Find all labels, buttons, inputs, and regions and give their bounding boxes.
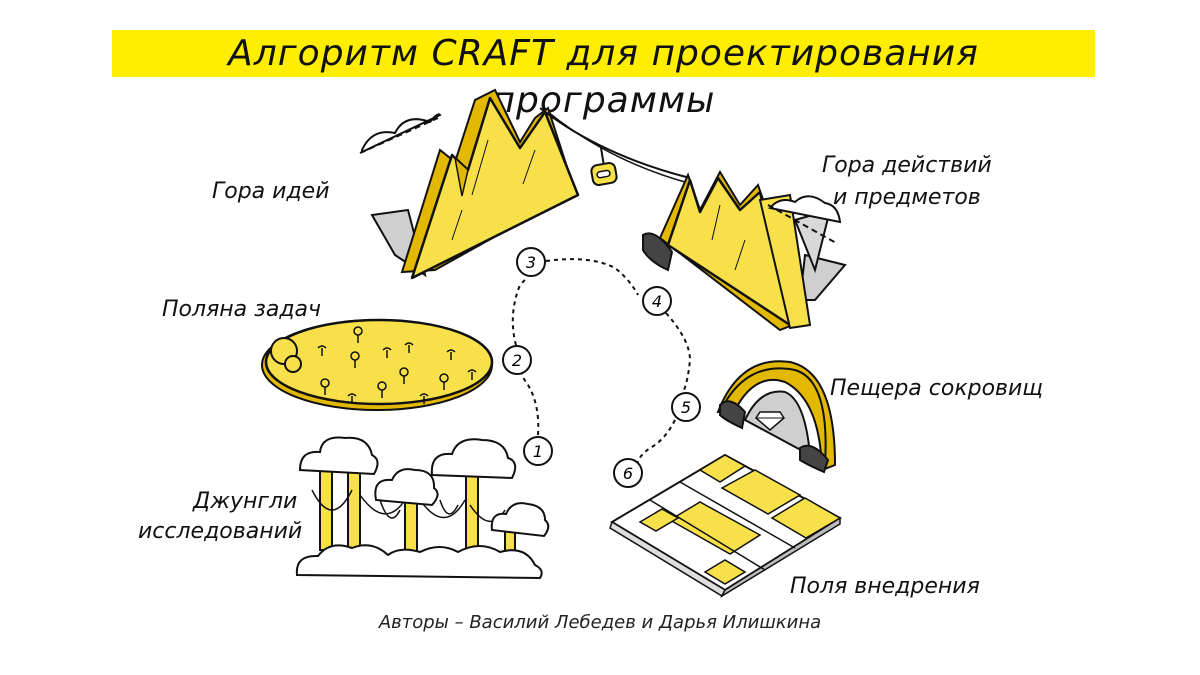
title-banner: Алгоритм CRAFT для проектирования програ… [112,30,1095,121]
step-label-1: 1 [533,442,543,461]
step-marker-6: 6 [613,458,643,488]
label-jungle-2: исследований [138,519,303,544]
action-mountain [642,169,847,332]
label-task-meadow: Поляна задач [162,297,322,322]
step-label-6: 6 [623,464,633,483]
step-marker-1: 1 [523,436,553,466]
page-title: Алгоритм CRAFT для проектирования програ… [228,33,979,121]
cloud-icon [359,113,442,154]
jungle [295,436,550,580]
step-label-5: 5 [681,398,691,417]
implementation-fields [609,453,842,599]
label-action-mountain-1: Гора действий [822,153,992,178]
step-label-3: 3 [526,253,536,272]
cable-car-icon [539,107,693,186]
label-treasure-cave: Пещера сокровищ [830,376,1044,401]
idea-mountain [370,88,580,280]
authors-credit: Авторы – Василий Лебедев и Дарья Илишкин… [378,612,822,633]
step-marker-4: 4 [642,286,672,316]
diamond-icon [755,411,785,431]
step-label-4: 4 [652,292,662,311]
label-action-mountain-2: и предметов [833,185,981,210]
step-label-2: 2 [512,351,522,370]
cloud-icon [767,195,842,245]
treasure-cave [716,360,837,474]
step-marker-2: 2 [502,345,532,375]
step-marker-3: 3 [516,247,546,277]
step-marker-5: 5 [671,392,701,422]
label-jungle-1: Джунгли [193,489,298,514]
label-fields: Поля внедрения [790,574,980,599]
task-meadow [261,318,494,411]
flower-icon [317,326,477,404]
label-idea-mountain: Гора идей [212,179,330,204]
